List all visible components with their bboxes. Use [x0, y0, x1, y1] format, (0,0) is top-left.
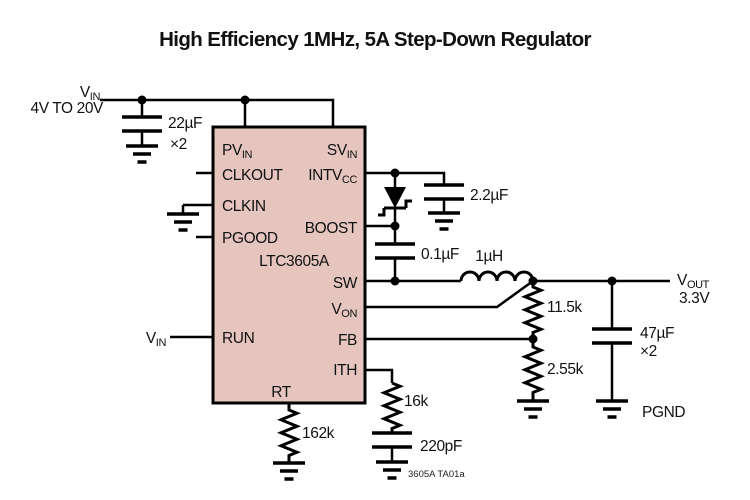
- divider-top-value: 11.5k: [547, 299, 582, 316]
- cap-output-plates: [592, 327, 632, 345]
- run-vin-label: VIN: [146, 330, 167, 349]
- pin-label-pgood: PGOOD: [222, 230, 278, 247]
- pin-label-run: RUN: [222, 330, 254, 347]
- schematic-title: High Efficiency 1MHz, 5A Step-Down Regul…: [159, 28, 591, 51]
- pin-label-clkin: CLKIN: [222, 198, 266, 215]
- schottky-diode-icon: [384, 187, 406, 208]
- output-cap-mult: ×2: [640, 343, 657, 360]
- pin-label-boost: BOOST: [305, 220, 358, 237]
- output-cap-value: 47µF: [640, 325, 674, 342]
- ic-part-number: LTC3605A: [259, 253, 330, 270]
- vin-label: VIN: [80, 84, 101, 103]
- vin-range-label: 4V TO 20V: [30, 100, 104, 117]
- rt-resistor-value: 162k: [302, 425, 335, 442]
- input-cap-value: 22µF: [168, 115, 202, 132]
- junction-dot: [137, 95, 147, 105]
- junction-dot: [390, 276, 400, 286]
- inductor-coil: [459, 270, 535, 282]
- junction-dot: [240, 95, 250, 105]
- intvcc-cap-value: 2.2µF: [470, 187, 508, 204]
- cap-input-plates: [122, 115, 162, 133]
- junction-dot: [390, 221, 400, 231]
- pin-label-pvin: PVIN: [222, 142, 253, 161]
- pin-label-fb: FB: [338, 332, 357, 349]
- resistor-ith: [380, 381, 404, 433]
- vout-label: VOUT: [677, 272, 710, 291]
- schottky-cathode: [378, 199, 412, 217]
- pin-label-sw: SW: [333, 275, 358, 292]
- pin-label-rt: RT: [271, 384, 292, 401]
- junction-dot: [607, 276, 617, 286]
- pin-label-ith: ITH: [333, 362, 357, 379]
- cap-boost-plates: [375, 242, 415, 260]
- input-cap-mult: ×2: [170, 136, 187, 153]
- resistor-divider-top: [521, 281, 545, 339]
- pin-label-clkout: CLKOUT: [222, 167, 283, 184]
- junction-dot: [390, 168, 400, 178]
- inductor-value: 1µH: [475, 248, 503, 265]
- pgnd-label: PGND: [642, 404, 685, 421]
- junction-dot: [528, 276, 538, 286]
- ith-resistor-value: 16k: [404, 393, 428, 410]
- pin-label-intvcc: INTVCC: [308, 167, 357, 186]
- resistor-rt: [277, 403, 301, 463]
- wire-vin-rail: [100, 98, 335, 127]
- figure-caption: 3605A TA01a: [408, 469, 465, 480]
- wire-ith: [365, 368, 394, 383]
- ith-cap-value: 220pF: [420, 438, 462, 455]
- junction-dot: [528, 334, 538, 344]
- boost-cap-value: 0.1µF: [421, 246, 459, 263]
- resistor-divider-bottom: [521, 339, 545, 400]
- wire-von: [365, 279, 534, 309]
- pin-label-von: VON: [331, 301, 357, 320]
- pin-label-svin: SVIN: [327, 142, 358, 161]
- ic-body: [211, 125, 367, 405]
- divider-bottom-value: 2.55k: [547, 361, 584, 378]
- vout-voltage: 3.3V: [679, 290, 710, 307]
